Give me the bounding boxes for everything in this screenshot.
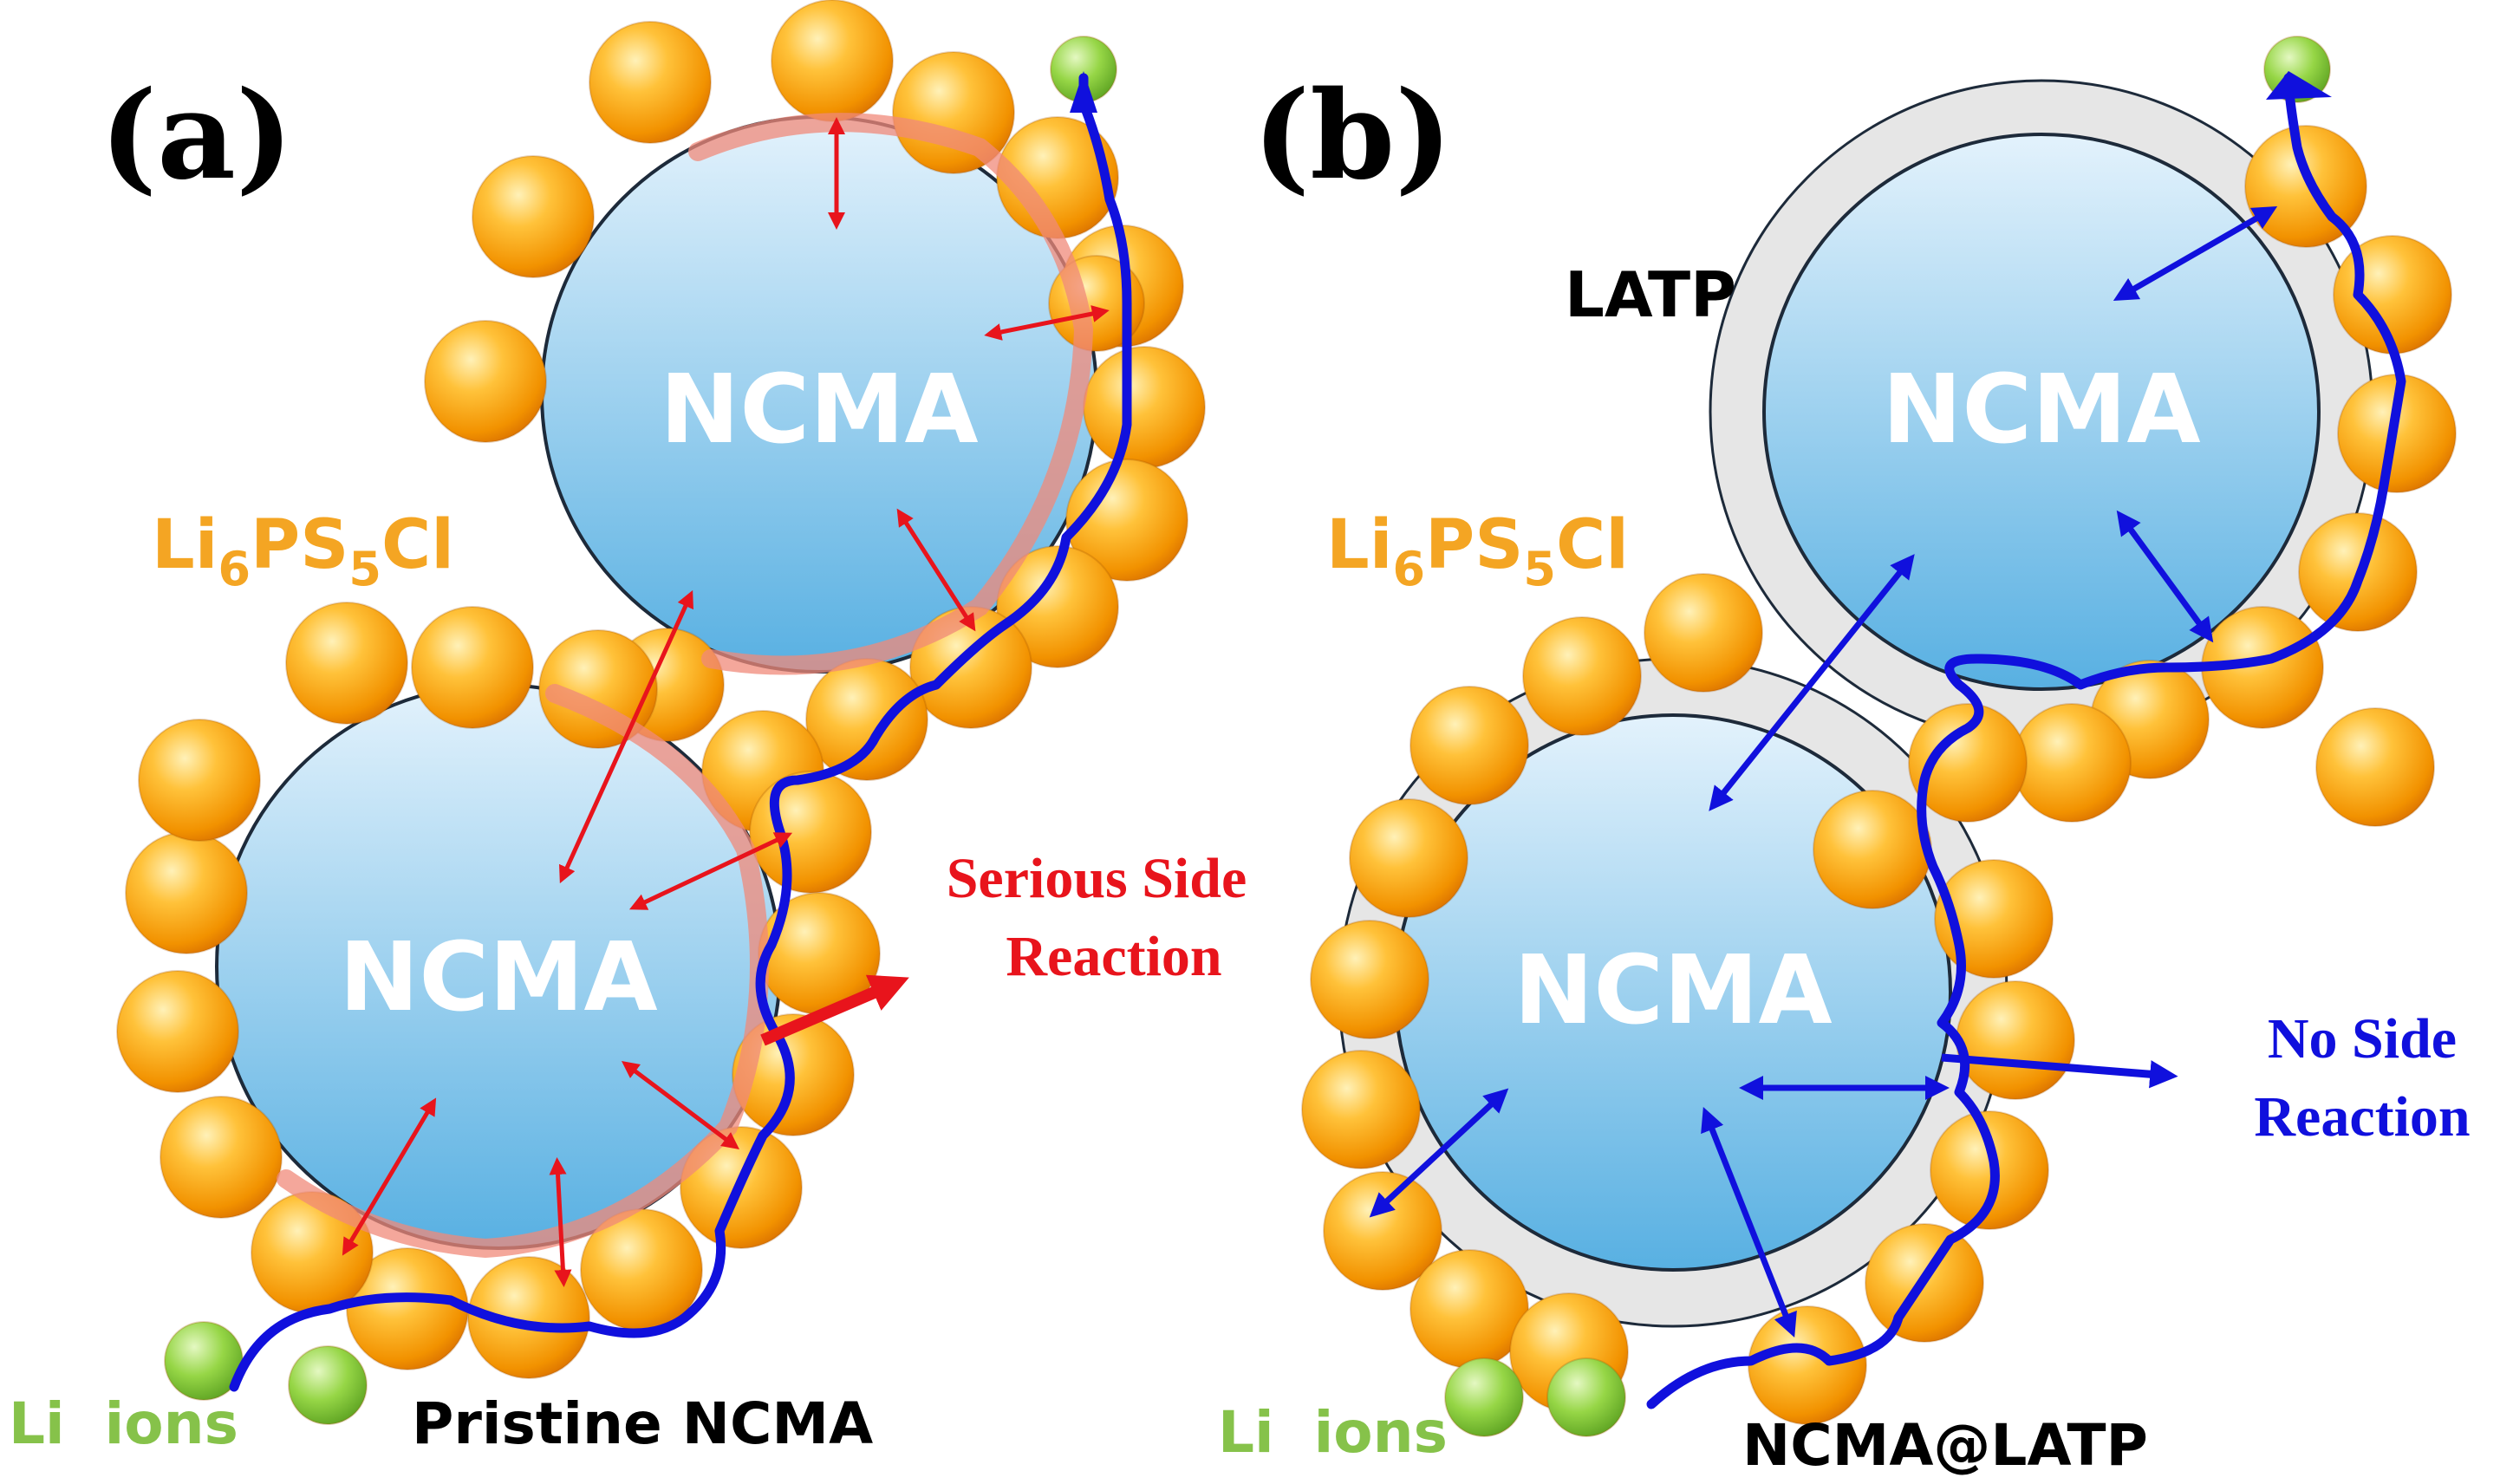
electrolyte-particle: [160, 1096, 283, 1219]
ncma-latp-label: NCMA@LATP: [1742, 1412, 2148, 1479]
no-side-reaction-arrow: [1941, 1053, 2178, 1089]
electrolyte-particle: [424, 320, 547, 443]
ncma-label-top-b: NCMA: [1882, 354, 2200, 465]
electrolyte-particle: [1065, 459, 1188, 582]
electrolyte-particle: [1813, 790, 1932, 909]
serious-side-reaction-line1: Serious Side: [947, 847, 1247, 910]
electrolyte-particle: [2012, 703, 2132, 823]
li-ion-path-b-head: [2266, 71, 2332, 100]
electrolyte-particle: [1930, 1110, 2049, 1230]
electrolyte-particle: [1301, 1050, 1421, 1169]
electrolyte-particle: [125, 831, 248, 954]
electrolyte-particle: [1522, 616, 1642, 736]
li-ion: [288, 1345, 368, 1425]
li-ion: [1546, 1357, 1626, 1437]
electrolyte-particle: [116, 970, 239, 1093]
electrolyte-particle: [138, 719, 261, 842]
ncma-label-bottom-b: NCMA: [1514, 934, 1832, 1045]
electrolyte-particle: [589, 21, 712, 144]
electrolyte-particle: [2333, 235, 2452, 355]
li-ion: [1444, 1357, 1524, 1437]
ncma-label-top-a: NCMA: [660, 354, 978, 465]
ncma-label-bottom-a: NCMA: [339, 921, 657, 1032]
electrolyte-particle: [805, 658, 928, 781]
no-side-reaction-line1: No Side: [2268, 1007, 2457, 1071]
latp-label: LATP: [1565, 258, 1736, 331]
panel-a-label: (a): [100, 65, 293, 207]
serious-side-reaction-line2: Reaction: [1006, 925, 1221, 988]
serious-side-reaction-arrow: [760, 974, 909, 1046]
electrolyte-particle: [1310, 920, 1429, 1039]
li-ions-label-a: Li ions: [9, 1390, 238, 1457]
li-ions-label-b: Li ions: [1218, 1399, 1448, 1466]
electrolyte-particle: [467, 1256, 590, 1379]
red-reaction-arrows: [342, 117, 1110, 1287]
panel-a: (a) NCMA NCMA Li6PS5Cl Serious SideReactio…: [9, 0, 1247, 1457]
pristine-ncma-label: Pristine NCMA: [412, 1390, 873, 1457]
electrolyte-particle: [749, 771, 872, 894]
li-ions-b: [1444, 36, 2331, 1437]
electrolyte-particle: [996, 545, 1119, 668]
electrolyte-label-a: Li6PS5Cl: [152, 506, 454, 596]
electrolyte-particle: [2315, 707, 2435, 827]
electrolyte-particle: [411, 606, 534, 729]
electrolyte-particle: [771, 0, 894, 122]
electrolyte-particle: [472, 155, 595, 278]
electrolyte-label-b: Li6PS5Cl: [1326, 506, 1629, 596]
electrolyte-particle: [1956, 980, 2075, 1100]
li-ion-path-b: [1646, 73, 2406, 1409]
electrolyte-particle: [1083, 346, 1206, 469]
li-ion-path-a-head: [1070, 71, 1097, 113]
panel-b-label: (b): [1253, 65, 1452, 207]
no-side-reaction-line2: Reaction: [2254, 1085, 2470, 1149]
electrolyte-particle: [285, 602, 408, 725]
electrolyte-particle: [1349, 798, 1468, 918]
li-ions-a: [164, 36, 1117, 1425]
electrolyte-particle: [1410, 686, 1529, 805]
electrolyte-particle: [1644, 573, 1763, 693]
blue-transport-arrows: [1369, 206, 2278, 1338]
electrolyte-particle: [1748, 1305, 1867, 1425]
panel-b: (b) LATP NCMA NCMA Li6PS5Cl No SideReaction…: [1218, 36, 2471, 1479]
